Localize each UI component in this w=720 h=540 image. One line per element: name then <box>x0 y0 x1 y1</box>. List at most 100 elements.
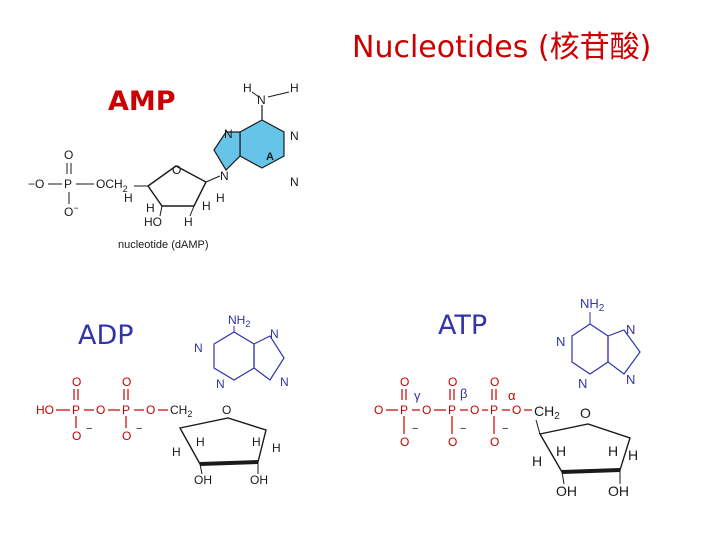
adp-O-bottom-1: O <box>72 429 81 443</box>
adp-charge-1: − <box>86 423 92 435</box>
adp-phosphate-atoms: HO O P O O O P O O <box>36 375 155 443</box>
amp-sugar-ring <box>147 165 207 207</box>
atp-OH-1: OH <box>556 483 577 499</box>
adp-O-top-1: O <box>72 375 81 389</box>
amp-OCH2: OCH2 <box>96 177 128 194</box>
amp-phos-O-top: O <box>64 148 73 162</box>
atp-OH-2: OH <box>608 483 629 499</box>
atp-P-alpha: P <box>490 403 498 417</box>
atp-NH2: NH2 <box>580 296 605 314</box>
atp-H4: H <box>628 447 638 463</box>
amp-H2: H <box>146 201 155 215</box>
adp-sugar-bold-edge <box>199 460 259 466</box>
adp-O-bottom-2: O <box>122 429 131 443</box>
adp-NH2: NH2 <box>228 313 250 329</box>
adp-P2: P <box>122 403 130 417</box>
adp-N9: N <box>280 375 289 389</box>
amp-amine-H2: H <box>290 81 299 95</box>
amp-H4: H <box>216 191 225 205</box>
adp-charge-2: − <box>136 423 142 435</box>
atp-O-top-b: O <box>448 375 457 389</box>
adp-label: ADP <box>78 320 134 351</box>
atp-c5-bond <box>535 419 541 435</box>
amp-base-ring <box>239 119 285 169</box>
adp-H2: H <box>172 445 181 459</box>
atp-P-gamma: P <box>400 403 408 417</box>
atp-label: ATP <box>438 310 488 341</box>
atp-P-beta: P <box>448 403 456 417</box>
amp-ring-O: O <box>172 163 181 177</box>
amp-c3-oh-bond <box>159 205 163 217</box>
adp-P1: P <box>72 403 80 417</box>
atp-beta-label: β <box>460 386 467 401</box>
amp-H1: H <box>124 191 133 205</box>
atp-N3: N <box>578 376 587 391</box>
atp-O-bottom-a: O <box>490 435 499 449</box>
amp-H5: H <box>184 215 193 229</box>
amp-amine-H1: H <box>243 81 252 95</box>
amp-nh-bond-2 <box>267 91 290 98</box>
atp-gamma-label: γ <box>414 388 421 403</box>
amp-caption: nucleotide (dAMP) <box>118 239 209 251</box>
atp-ring-O: O <box>580 405 591 421</box>
atp-base-ring-6 <box>571 323 609 375</box>
adp-H3: H <box>252 435 261 449</box>
adp-sugar-ring <box>178 417 267 465</box>
atp-O-top-g: O <box>400 375 409 389</box>
amp-ring-N1: N <box>224 127 233 141</box>
amp-phos-O-left: −O <box>28 177 44 191</box>
amp-label: AMP <box>108 86 176 117</box>
atp-H1: H <box>556 443 566 459</box>
atp-O-top-a: O <box>490 375 499 389</box>
adp-structure: HO O P O O O P O O − − CH2 O H H <box>36 313 289 487</box>
atp-structure: O O P O O O P O O O P O O γ β α − − − <box>374 296 641 499</box>
atp-H3: H <box>608 443 618 459</box>
atp-H2: H <box>532 453 542 469</box>
amp-ring-N3: N <box>290 175 299 189</box>
slide-title: Nucleotides (核苷酸) <box>352 30 652 65</box>
amp-glycosidic-bond <box>205 175 221 183</box>
adp-base-ring-5 <box>253 335 285 381</box>
amp-c2-h-bond <box>189 205 195 217</box>
atp-phosphate-bonds <box>386 389 532 434</box>
amp-HO: HO <box>144 215 162 229</box>
adp-OH-1: OH <box>194 473 212 487</box>
atp-charge-b: − <box>460 423 466 435</box>
adp-oh-bond-1 <box>199 463 203 475</box>
amp-nh-bond-1 <box>251 91 260 98</box>
amp-base-ring-5 <box>213 131 241 171</box>
adp-ring-O: O <box>222 403 231 417</box>
atp-base-ring-5 <box>607 329 641 375</box>
amp-ring-N9: N <box>220 169 229 183</box>
atp-O-bottom-b: O <box>448 435 457 449</box>
adp-O-bridge-1: O <box>96 403 105 417</box>
amp-structure: A N H H N N N N O −O P OCH2 O− O H H H H… <box>28 81 299 251</box>
adp-N7: N <box>270 327 279 341</box>
atp-charge-a: − <box>502 423 508 435</box>
atp-N9: N <box>626 372 635 387</box>
atp-alpha-label: α <box>508 388 516 403</box>
adp-O-bridge-2: O <box>146 403 155 417</box>
atp-O-left: O <box>374 403 383 417</box>
adp-N3: N <box>216 377 225 391</box>
atp-O-bottom-g: O <box>400 435 409 449</box>
amp-amine-N: N <box>257 93 266 107</box>
atp-O-bridge-1: O <box>422 403 431 417</box>
atp-CH2: CH2 <box>534 403 560 422</box>
atp-N1: N <box>556 334 565 349</box>
atp-O-bridge-2: O <box>470 403 479 417</box>
atp-N7: N <box>626 322 635 337</box>
atp-oh-bond-1 <box>561 471 565 485</box>
adp-base-ring-6 <box>213 331 255 381</box>
amp-base-letter: A <box>266 151 274 163</box>
adp-phosphate-bonds <box>56 389 168 428</box>
atp-sugar-bold-edge <box>561 468 621 474</box>
adp-H1: H <box>196 435 205 449</box>
atp-sugar-ring <box>538 423 631 473</box>
amp-phos-O-bottom: O− <box>64 203 79 219</box>
atp-charge-g: − <box>412 423 418 435</box>
adp-H4: H <box>272 441 281 455</box>
adp-O-top-2: O <box>122 375 131 389</box>
adp-CH2: CH2 <box>170 403 192 419</box>
